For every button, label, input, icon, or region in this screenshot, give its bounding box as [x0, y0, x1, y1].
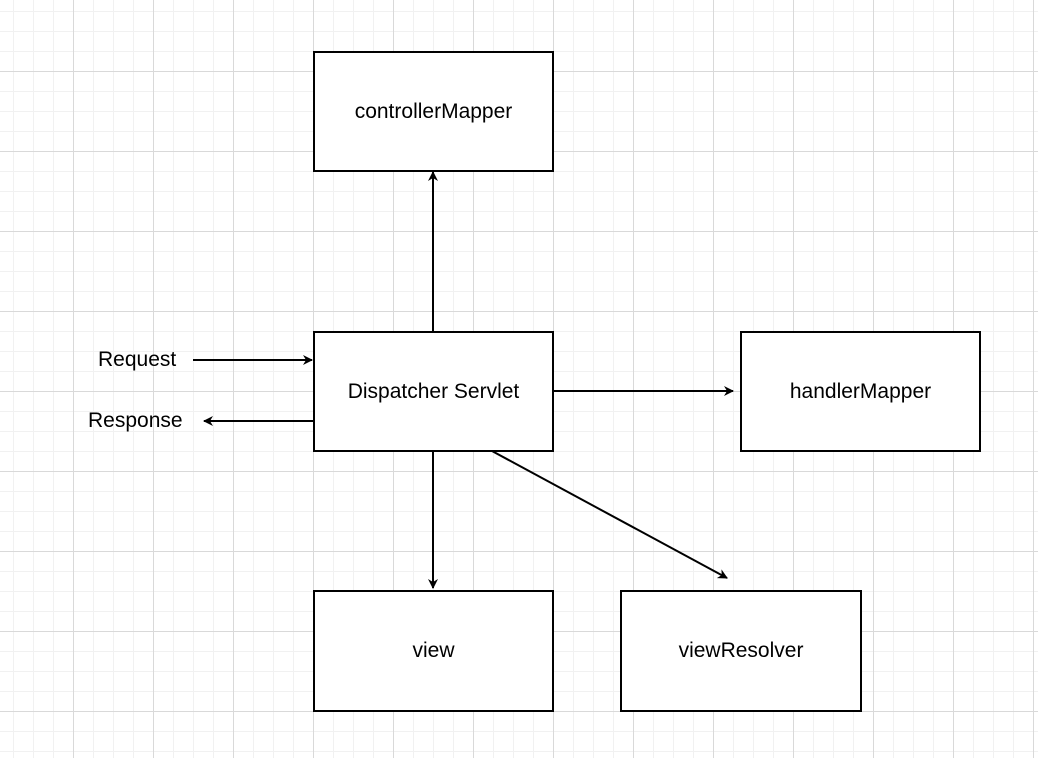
- node-view-resolver[interactable]: viewResolver: [620, 590, 862, 712]
- node-controller-mapper-label: controllerMapper: [354, 99, 513, 123]
- node-dispatcher-servlet[interactable]: Dispatcher Servlet: [313, 331, 554, 452]
- node-handler-mapper[interactable]: handlerMapper: [740, 331, 981, 452]
- request-label: Request: [98, 348, 177, 371]
- node-handler-mapper-label: handlerMapper: [789, 379, 932, 403]
- node-view[interactable]: view: [313, 590, 554, 712]
- node-dispatcher-servlet-label: Dispatcher Servlet: [347, 379, 520, 403]
- response-label: Response: [88, 409, 183, 432]
- node-view-resolver-label: viewResolver: [678, 639, 804, 662]
- edge-dispatcher-to-view-resolver: [491, 450, 728, 579]
- node-controller-mapper[interactable]: controllerMapper: [313, 51, 554, 172]
- node-view-label: view: [412, 639, 455, 662]
